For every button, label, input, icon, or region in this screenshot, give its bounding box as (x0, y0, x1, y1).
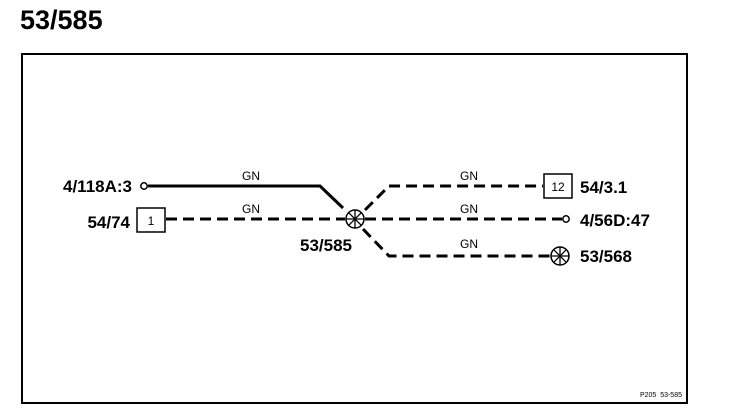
splice-icon (550, 246, 570, 266)
connector-label: 54/3.1 (580, 178, 627, 197)
connector-label: 4/118A:3 (63, 177, 132, 196)
wire-54-3-1 (363, 184, 543, 212)
wire-color-label: GN (460, 202, 478, 216)
connector-box-number: 12 (551, 180, 565, 194)
connector-label: 53/568 (580, 247, 632, 266)
connector-box-icon (543, 173, 573, 199)
diagram-frame (21, 53, 688, 404)
wire-4-118a-3 (148, 184, 345, 210)
wire-53-568 (361, 227, 550, 258)
connector-box-number: 1 (148, 214, 155, 228)
reference-code: P205 53-585 (640, 392, 682, 399)
splice-label: 53/585 (300, 236, 352, 255)
pin-terminal-icon (140, 182, 148, 190)
splice-icon (345, 209, 365, 229)
connector-label: 4/56D:47 (580, 211, 650, 230)
pin-terminal-icon (562, 215, 570, 223)
connector-box-icon (136, 207, 166, 233)
connector-label: 54/74 (87, 213, 130, 232)
wire-color-label: GN (242, 202, 260, 216)
page-title: 53/585 (20, 5, 103, 35)
wire-color-label: GN (460, 169, 478, 183)
wire-color-label: GN (242, 169, 260, 183)
wire-color-label: GN (460, 237, 478, 251)
